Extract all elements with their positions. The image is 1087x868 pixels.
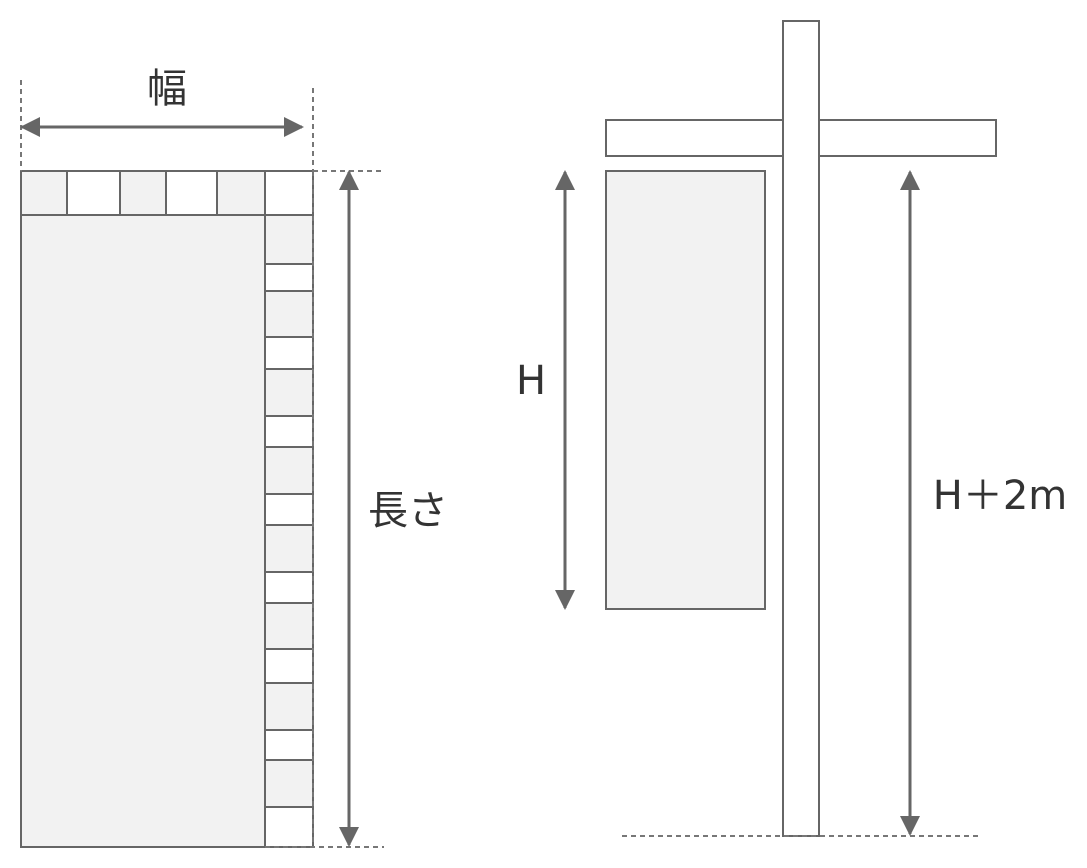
top-loop xyxy=(216,170,266,216)
side-loop xyxy=(264,290,314,338)
side-loop xyxy=(264,214,314,265)
length-label: 長さ xyxy=(368,488,448,534)
side-loop xyxy=(264,446,314,495)
width-label: 幅 xyxy=(147,66,187,112)
side-loop xyxy=(264,759,314,808)
hanging-banner xyxy=(605,170,766,610)
banner-on-pole xyxy=(605,20,997,837)
banner-height-label: H xyxy=(516,358,546,404)
side-loop xyxy=(264,682,314,731)
banner-cloth xyxy=(20,214,266,848)
banner-flat-view xyxy=(20,170,314,848)
total-height-label: H＋2m xyxy=(933,473,1068,519)
side-loop xyxy=(264,368,314,417)
pole xyxy=(782,20,820,837)
top-loop xyxy=(119,170,167,216)
top-loop xyxy=(20,170,68,216)
side-loop xyxy=(264,602,314,650)
side-loop xyxy=(264,524,314,573)
